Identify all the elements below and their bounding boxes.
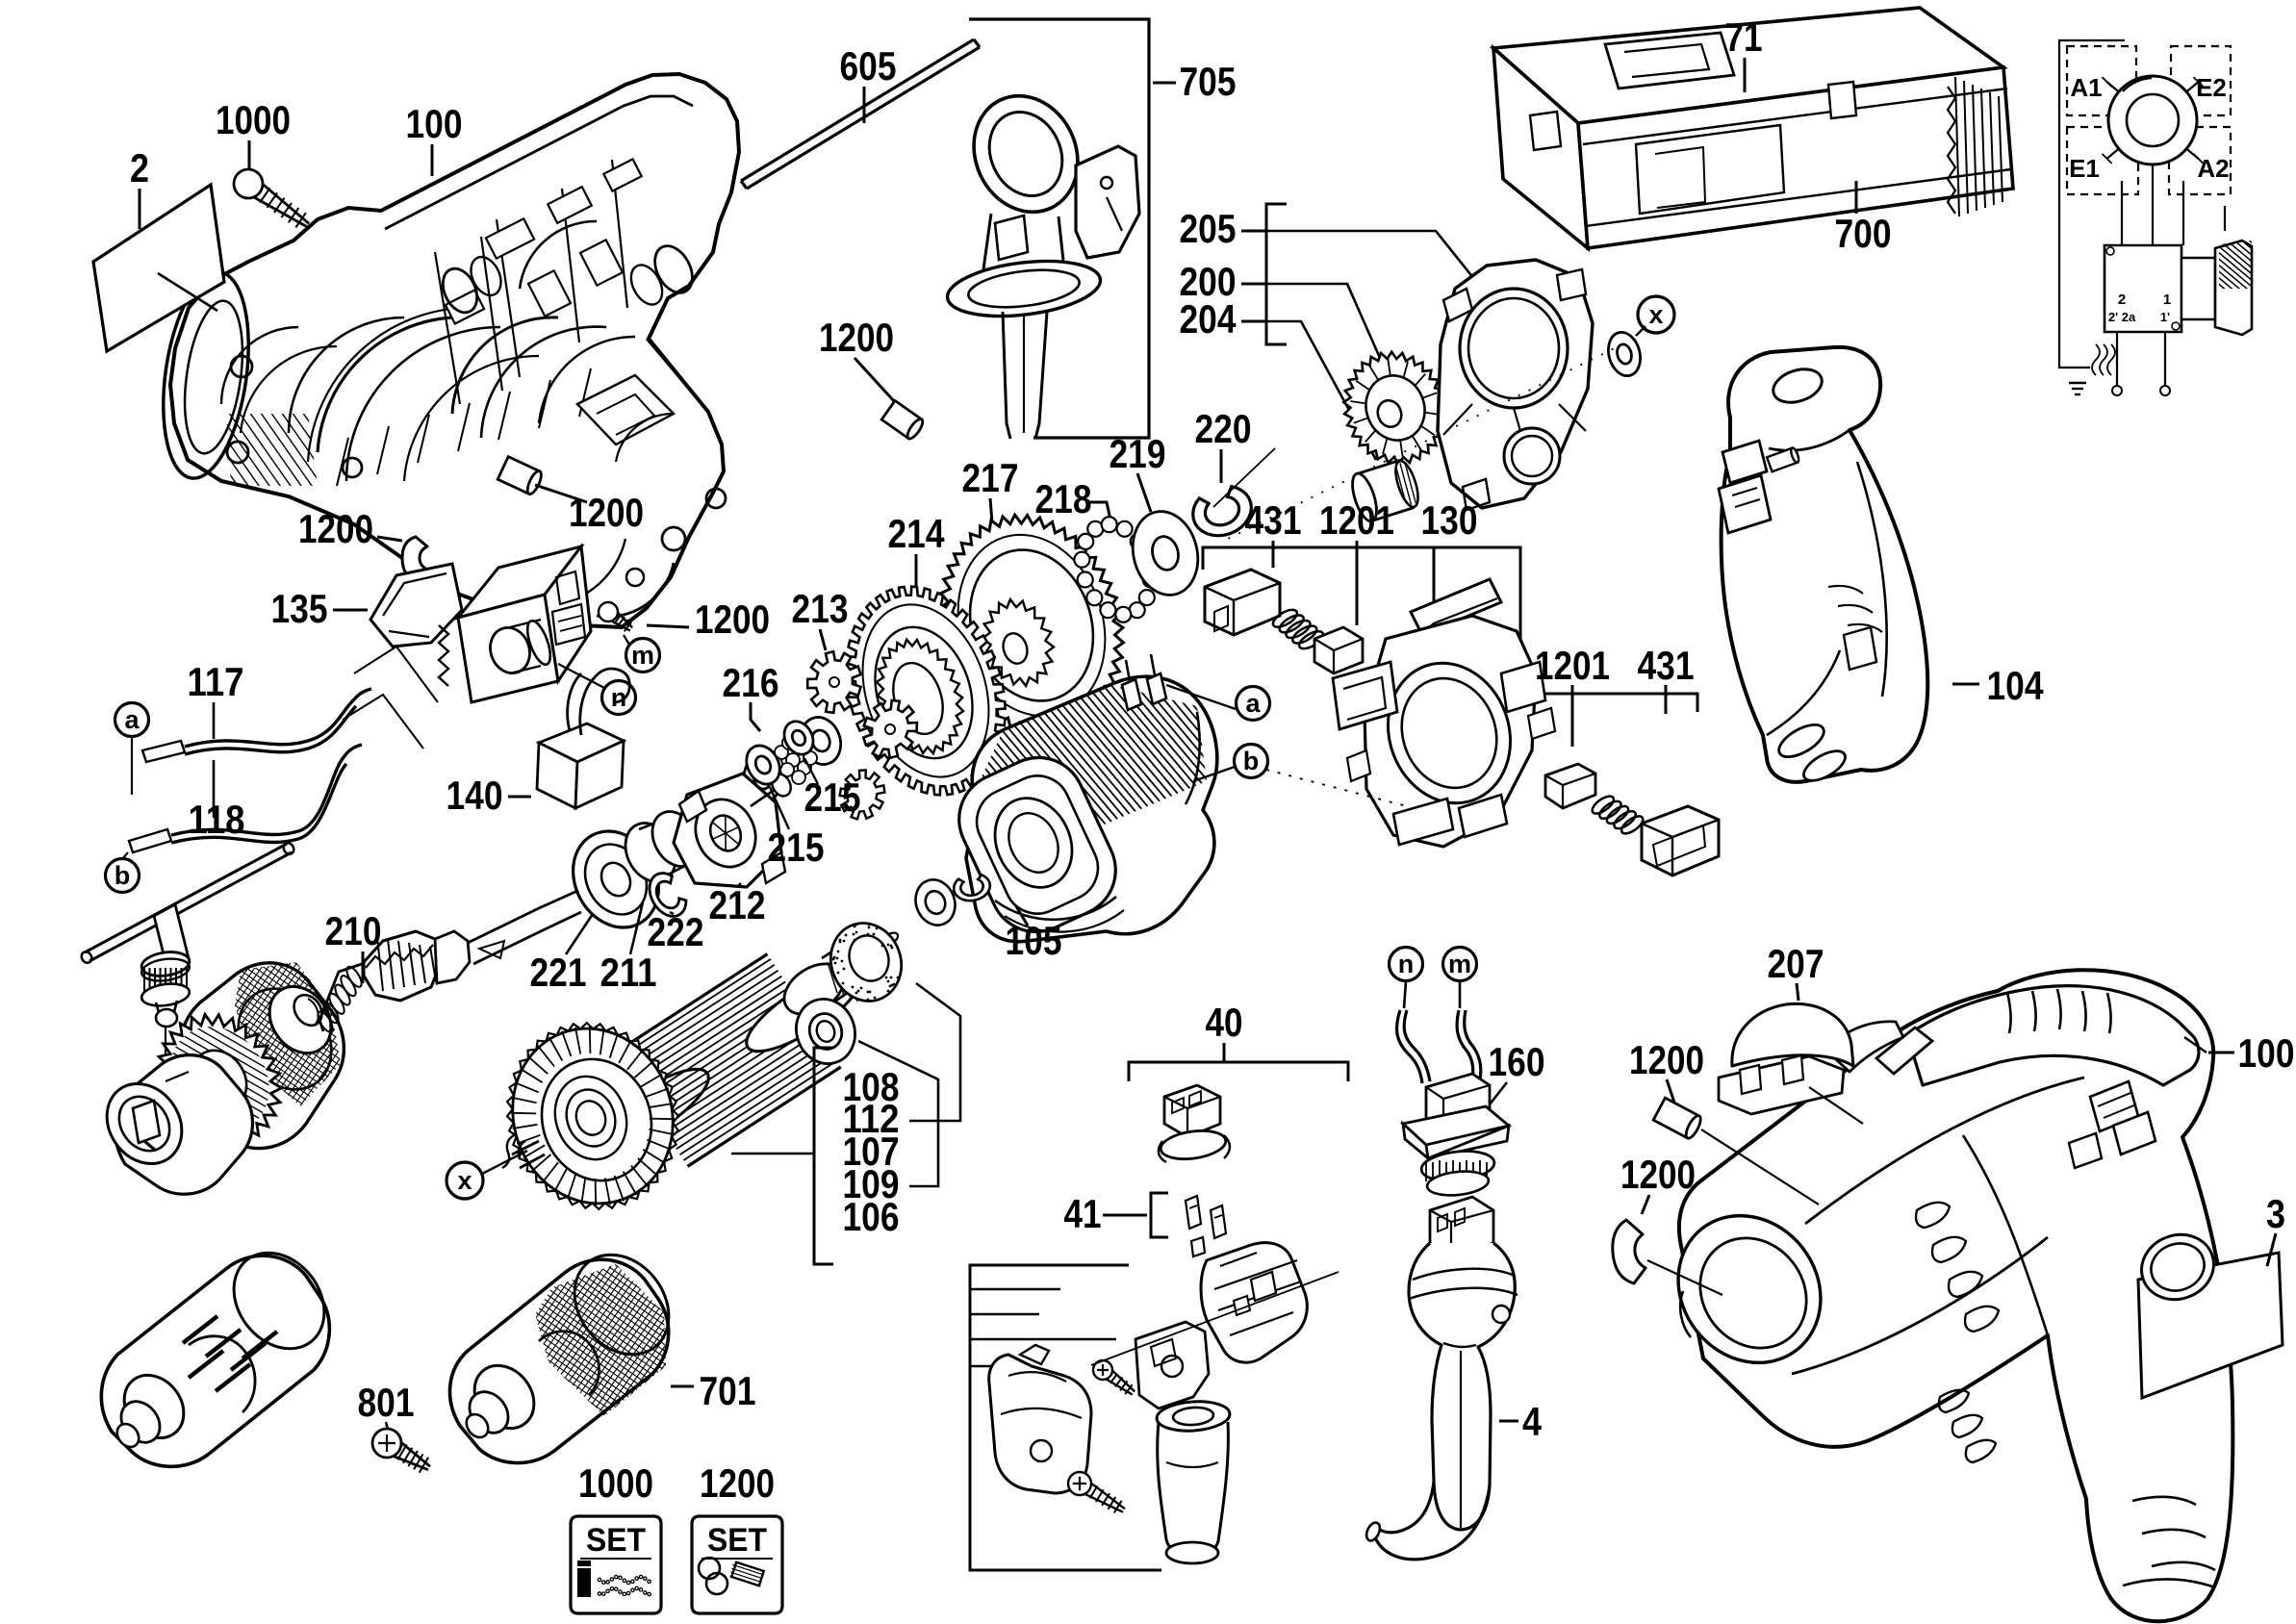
svg-text:E2: E2 (2196, 73, 2227, 102)
svg-text:A2: A2 (2197, 154, 2229, 183)
svg-text:40: 40 (1206, 1000, 1243, 1045)
svg-text:705: 705 (1180, 59, 1237, 104)
svg-text:118: 118 (189, 797, 245, 842)
svg-text:3: 3 (2266, 1191, 2285, 1236)
svg-text:605: 605 (840, 43, 897, 89)
svg-text:1': 1' (2160, 310, 2170, 324)
svg-text:220: 220 (1195, 406, 1252, 451)
svg-text:215: 215 (804, 774, 861, 820)
svg-text:1201: 1201 (1535, 643, 1610, 688)
svg-text:105: 105 (1006, 918, 1062, 963)
svg-text:x: x (457, 1166, 472, 1195)
svg-text:108: 108 (843, 1064, 900, 1109)
svg-text:4: 4 (1522, 1399, 1543, 1444)
svg-text:106: 106 (843, 1194, 900, 1239)
svg-text:801: 801 (358, 1380, 415, 1425)
svg-text:x: x (1648, 300, 1663, 329)
svg-text:2': 2' (2108, 310, 2118, 324)
svg-text:160: 160 (1489, 1039, 1545, 1084)
svg-text:41: 41 (1064, 1191, 1102, 1236)
svg-text:a: a (124, 705, 140, 734)
svg-text:431: 431 (1638, 643, 1695, 688)
svg-text:217: 217 (962, 455, 1019, 500)
svg-text:1: 1 (2163, 292, 2171, 308)
svg-text:SET: SET (707, 1522, 767, 1559)
svg-text:213: 213 (792, 586, 849, 631)
svg-text:135: 135 (271, 586, 328, 631)
svg-text:222: 222 (648, 909, 704, 954)
svg-text:1000: 1000 (578, 1460, 653, 1506)
svg-text:219: 219 (1110, 431, 1166, 476)
svg-text:200: 200 (1180, 259, 1237, 304)
svg-text:1200: 1200 (298, 506, 373, 551)
svg-text:700: 700 (1835, 211, 1892, 256)
svg-text:130: 130 (1421, 497, 1478, 543)
svg-text:2: 2 (2118, 292, 2126, 308)
svg-text:215: 215 (768, 825, 825, 870)
svg-text:71: 71 (1725, 14, 1763, 60)
svg-text:204: 204 (1180, 296, 1237, 342)
svg-text:a: a (1245, 689, 1261, 718)
svg-text:216: 216 (723, 660, 779, 705)
svg-text:109: 109 (843, 1161, 900, 1206)
svg-text:221: 221 (530, 950, 587, 995)
svg-text:117: 117 (188, 659, 244, 704)
svg-text:SET: SET (586, 1522, 646, 1559)
svg-text:n: n (1398, 950, 1415, 978)
svg-text:104: 104 (1987, 663, 2045, 708)
svg-text:100: 100 (406, 101, 463, 146)
svg-text:218: 218 (1035, 476, 1092, 521)
svg-text:205: 205 (1180, 206, 1237, 251)
svg-text:214: 214 (888, 511, 946, 556)
svg-text:1200: 1200 (1620, 1152, 1696, 1197)
svg-text:1200: 1200 (1629, 1037, 1704, 1082)
svg-text:A1: A1 (2070, 73, 2102, 102)
svg-text:b: b (1243, 747, 1260, 775)
svg-text:431: 431 (1245, 497, 1302, 543)
svg-text:211: 211 (600, 950, 657, 995)
svg-text:b: b (115, 861, 131, 890)
svg-text:E1: E1 (2069, 154, 2100, 183)
svg-text:1200: 1200 (695, 596, 770, 642)
svg-text:212: 212 (709, 882, 766, 927)
svg-text:1200: 1200 (569, 490, 644, 535)
svg-text:701: 701 (700, 1368, 756, 1413)
svg-text:m: m (1448, 950, 1471, 978)
svg-text:1200: 1200 (819, 315, 894, 360)
svg-text:100: 100 (2238, 1030, 2295, 1076)
svg-text:2a: 2a (2122, 310, 2136, 324)
svg-text:140: 140 (446, 773, 503, 818)
svg-text:207: 207 (1768, 941, 1824, 986)
svg-text:m: m (631, 641, 654, 670)
svg-text:112: 112 (843, 1096, 900, 1141)
svg-text:1000: 1000 (216, 97, 291, 142)
svg-text:2: 2 (130, 145, 149, 190)
svg-text:1201: 1201 (1319, 497, 1394, 543)
svg-text:n: n (611, 683, 627, 712)
svg-text:1200: 1200 (700, 1460, 775, 1506)
svg-text:107: 107 (843, 1129, 900, 1174)
svg-text:210: 210 (325, 908, 382, 953)
